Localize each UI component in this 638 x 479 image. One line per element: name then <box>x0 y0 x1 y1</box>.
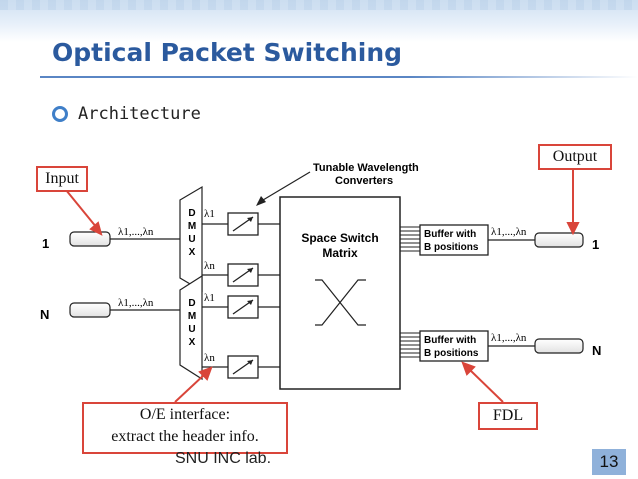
fdl-callout-text: FDL <box>492 407 524 424</box>
converter-to-switch-lines <box>258 223 280 368</box>
demux-top-letter: D <box>188 208 195 219</box>
input-callout-text: Input <box>45 170 79 187</box>
bullet-icon <box>52 106 68 122</box>
footer-lab-name: SNU INC lab. <box>175 450 272 467</box>
converters-label: Tunable Wavelength <box>313 162 419 174</box>
fdl-callout: FDL <box>478 402 538 430</box>
output-callout: Output <box>538 144 612 170</box>
converters-pointer <box>257 171 311 204</box>
switch-path-2 <box>315 279 366 326</box>
title-underline-fade <box>410 76 638 78</box>
demux-bottom <box>179 274 203 381</box>
output-fiber-top <box>534 232 584 248</box>
input-callout: Input <box>36 166 88 192</box>
buffer-label: Buffer with <box>424 335 476 346</box>
page-number-badge: 13 <box>592 449 626 475</box>
buffer-label: B positions <box>424 348 479 359</box>
input-label-1: 1 <box>42 236 49 251</box>
lambda-1-label: λ1 <box>204 292 215 304</box>
wavelength-label-out-bottom: λ1,...,λn <box>491 332 527 344</box>
demux-to-converter-lines <box>202 223 228 368</box>
architecture-diagram: 1 λ1,...,λn N λ1,...,λn D M U X D M U X … <box>40 162 601 390</box>
wavelength-label-out-top: λ1,...,λn <box>491 226 527 238</box>
demux-bottom-letter: X <box>189 337 196 348</box>
wavelength-label-in-top: λ1,...,λn <box>118 226 154 238</box>
input-label-n: N <box>40 307 49 322</box>
buffer-top <box>419 224 489 256</box>
lambda-n-label: λn <box>204 352 215 364</box>
converters-label: Converters <box>335 175 393 187</box>
lambda-n-label: λn <box>204 260 215 272</box>
demux-top-letter: U <box>188 234 195 245</box>
wavelength-label-in-bottom: λ1,...,λn <box>118 297 154 309</box>
buffer-bottom <box>419 330 489 362</box>
buffer-label: Buffer with <box>424 229 476 240</box>
demux-bottom-letter: M <box>188 311 196 322</box>
output-callout-text: Output <box>552 148 598 165</box>
title-underline <box>40 76 410 78</box>
output-label-n: N <box>592 343 601 358</box>
oe-callout-line2: extract the header info. <box>111 428 259 445</box>
wavelength-converters <box>227 212 259 379</box>
converters-pointer-head <box>256 196 266 206</box>
demux-bottom-letter: D <box>188 298 195 309</box>
slide-title: Optical Packet Switching <box>52 38 403 67</box>
demux-top-letter: X <box>189 247 196 258</box>
oe-callout-line1: O/E interface: <box>139 406 231 423</box>
output-fiber-bottom <box>534 338 584 354</box>
fdl-lines-bottom <box>400 332 420 358</box>
bullet-text: Architecture <box>78 104 201 124</box>
oe-interface-callout: O/E interface: extract the header info. <box>82 402 288 454</box>
lambda-1-label: λ1 <box>204 208 215 220</box>
converter-arrowheads <box>247 217 253 365</box>
slide-header-band <box>0 0 638 42</box>
header-stripe <box>0 0 638 10</box>
output-label-1: 1 <box>592 237 599 252</box>
buffer-label: B positions <box>424 242 479 253</box>
demux-bottom-letter: U <box>188 324 195 335</box>
switch-label: Space Switch <box>301 231 378 245</box>
demux-top-letter: M <box>188 221 196 232</box>
fdl-lines-top <box>400 226 420 252</box>
switch-label: Matrix <box>322 246 358 260</box>
space-switch-matrix <box>279 196 401 390</box>
